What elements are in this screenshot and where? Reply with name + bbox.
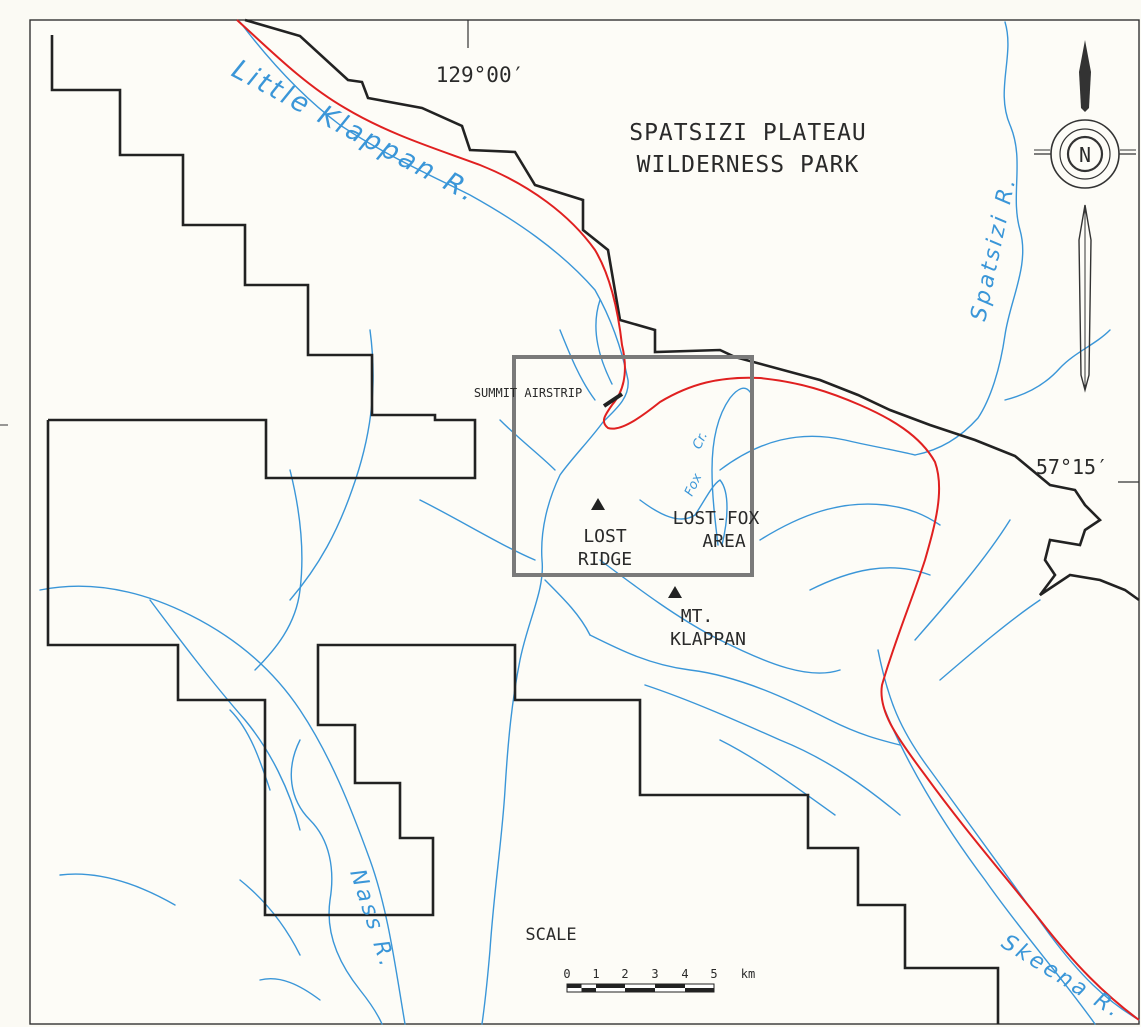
nass-branch-3 xyxy=(59,873,176,906)
scale-segment-3 xyxy=(596,984,625,988)
klappan-block-west-boundary xyxy=(46,420,1000,1024)
tributary-south-1 xyxy=(589,634,901,746)
skeena-river xyxy=(877,649,1140,1021)
tributary-south-3 xyxy=(719,739,836,816)
scale-tick-4: 4 xyxy=(681,967,688,981)
skeena-secondary xyxy=(884,709,1096,1025)
stream-center-2 xyxy=(639,499,696,520)
klappan-block-north-boundary xyxy=(48,35,477,480)
nass-river xyxy=(290,739,383,1025)
little-klappan-river xyxy=(239,21,629,1025)
tributary-east-5 xyxy=(939,599,1041,681)
fox-creek-fork xyxy=(694,479,728,546)
lost-ridge-peak-icon xyxy=(591,498,605,510)
latitude-label: 57°15′ xyxy=(1036,455,1108,479)
airstrip-marker xyxy=(602,392,624,408)
compass-needle-north-icon xyxy=(1079,40,1091,112)
map-frame xyxy=(29,19,1140,1025)
park-name-line1: SPATSIZI PLATEAU xyxy=(629,120,867,146)
nass-branch-4 xyxy=(229,709,271,791)
compass-middle-ring xyxy=(1059,128,1111,180)
tributary-west-2 xyxy=(254,469,303,671)
tributary-south-4 xyxy=(599,559,841,674)
scale-tick-5: 5 xyxy=(710,967,717,981)
highway-road xyxy=(236,19,1140,1021)
scale-segment-4 xyxy=(625,988,655,992)
spatsizi-park-boundary xyxy=(244,18,1140,602)
scale-segment-5 xyxy=(655,984,685,988)
tributary-west-3 xyxy=(39,585,406,1025)
lost-ridge-label-line2: RIDGE xyxy=(578,549,632,570)
little-klappan-bend xyxy=(595,299,613,385)
scale-tick-0: 0 xyxy=(563,967,570,981)
river-network xyxy=(39,21,1140,1025)
study-area-box xyxy=(512,355,754,577)
mt-klappan-peak-icon xyxy=(668,586,682,598)
lost-ridge-label-line1: LOST xyxy=(583,526,627,547)
scale-tick-2: 2 xyxy=(621,967,628,981)
summit-airstrip-label: SUMMIT AIRSTRIP xyxy=(474,386,582,400)
nass-branch-2 xyxy=(259,978,321,1001)
spatsizi-river xyxy=(914,21,1024,456)
tributary-south-2 xyxy=(644,684,901,816)
scale-bar: SCALE 0 1 2 3 4 5 km xyxy=(525,925,755,993)
stream-center-1 xyxy=(544,579,591,636)
tributary-west-6 xyxy=(499,419,556,471)
tributary-east-4 xyxy=(914,519,1011,641)
lost-fox-area-label-line1: LOST-FOX xyxy=(673,508,760,529)
spatsizi-branch xyxy=(1004,329,1111,401)
lost-fox-area-label-line2: AREA xyxy=(702,531,746,552)
scale-title: SCALE xyxy=(525,925,576,945)
scale-tick-1: 1 xyxy=(592,967,599,981)
fox-creek-label-part2: Cr. xyxy=(690,430,711,452)
fox-creek xyxy=(711,387,751,546)
park-boundaries xyxy=(46,18,1140,1024)
tributary-east-2 xyxy=(759,503,941,541)
scale-segment-2 xyxy=(581,988,596,992)
stream-north xyxy=(559,329,596,401)
scale-tick-3: 3 xyxy=(651,967,658,981)
tributary-east-3 xyxy=(809,567,931,591)
scale-segment-6 xyxy=(685,988,714,992)
tributary-west-4 xyxy=(149,599,301,831)
mt-klappan-label-line1: MT. xyxy=(681,606,714,627)
scale-unit: km xyxy=(741,967,755,981)
tributary-west-5 xyxy=(419,499,536,561)
scale-segment-1 xyxy=(567,984,582,988)
compass-outer-ring xyxy=(1050,119,1120,189)
longitude-label: 129°00′ xyxy=(436,63,525,87)
compass-inner-ring xyxy=(1066,135,1104,173)
mt-klappan-label-line2: KLAPPAN xyxy=(670,629,746,650)
park-name-line2: WILDERNESS PARK xyxy=(637,152,860,178)
north-arrow-compass: N xyxy=(1034,40,1136,393)
compass-north-label: N xyxy=(1079,143,1091,167)
